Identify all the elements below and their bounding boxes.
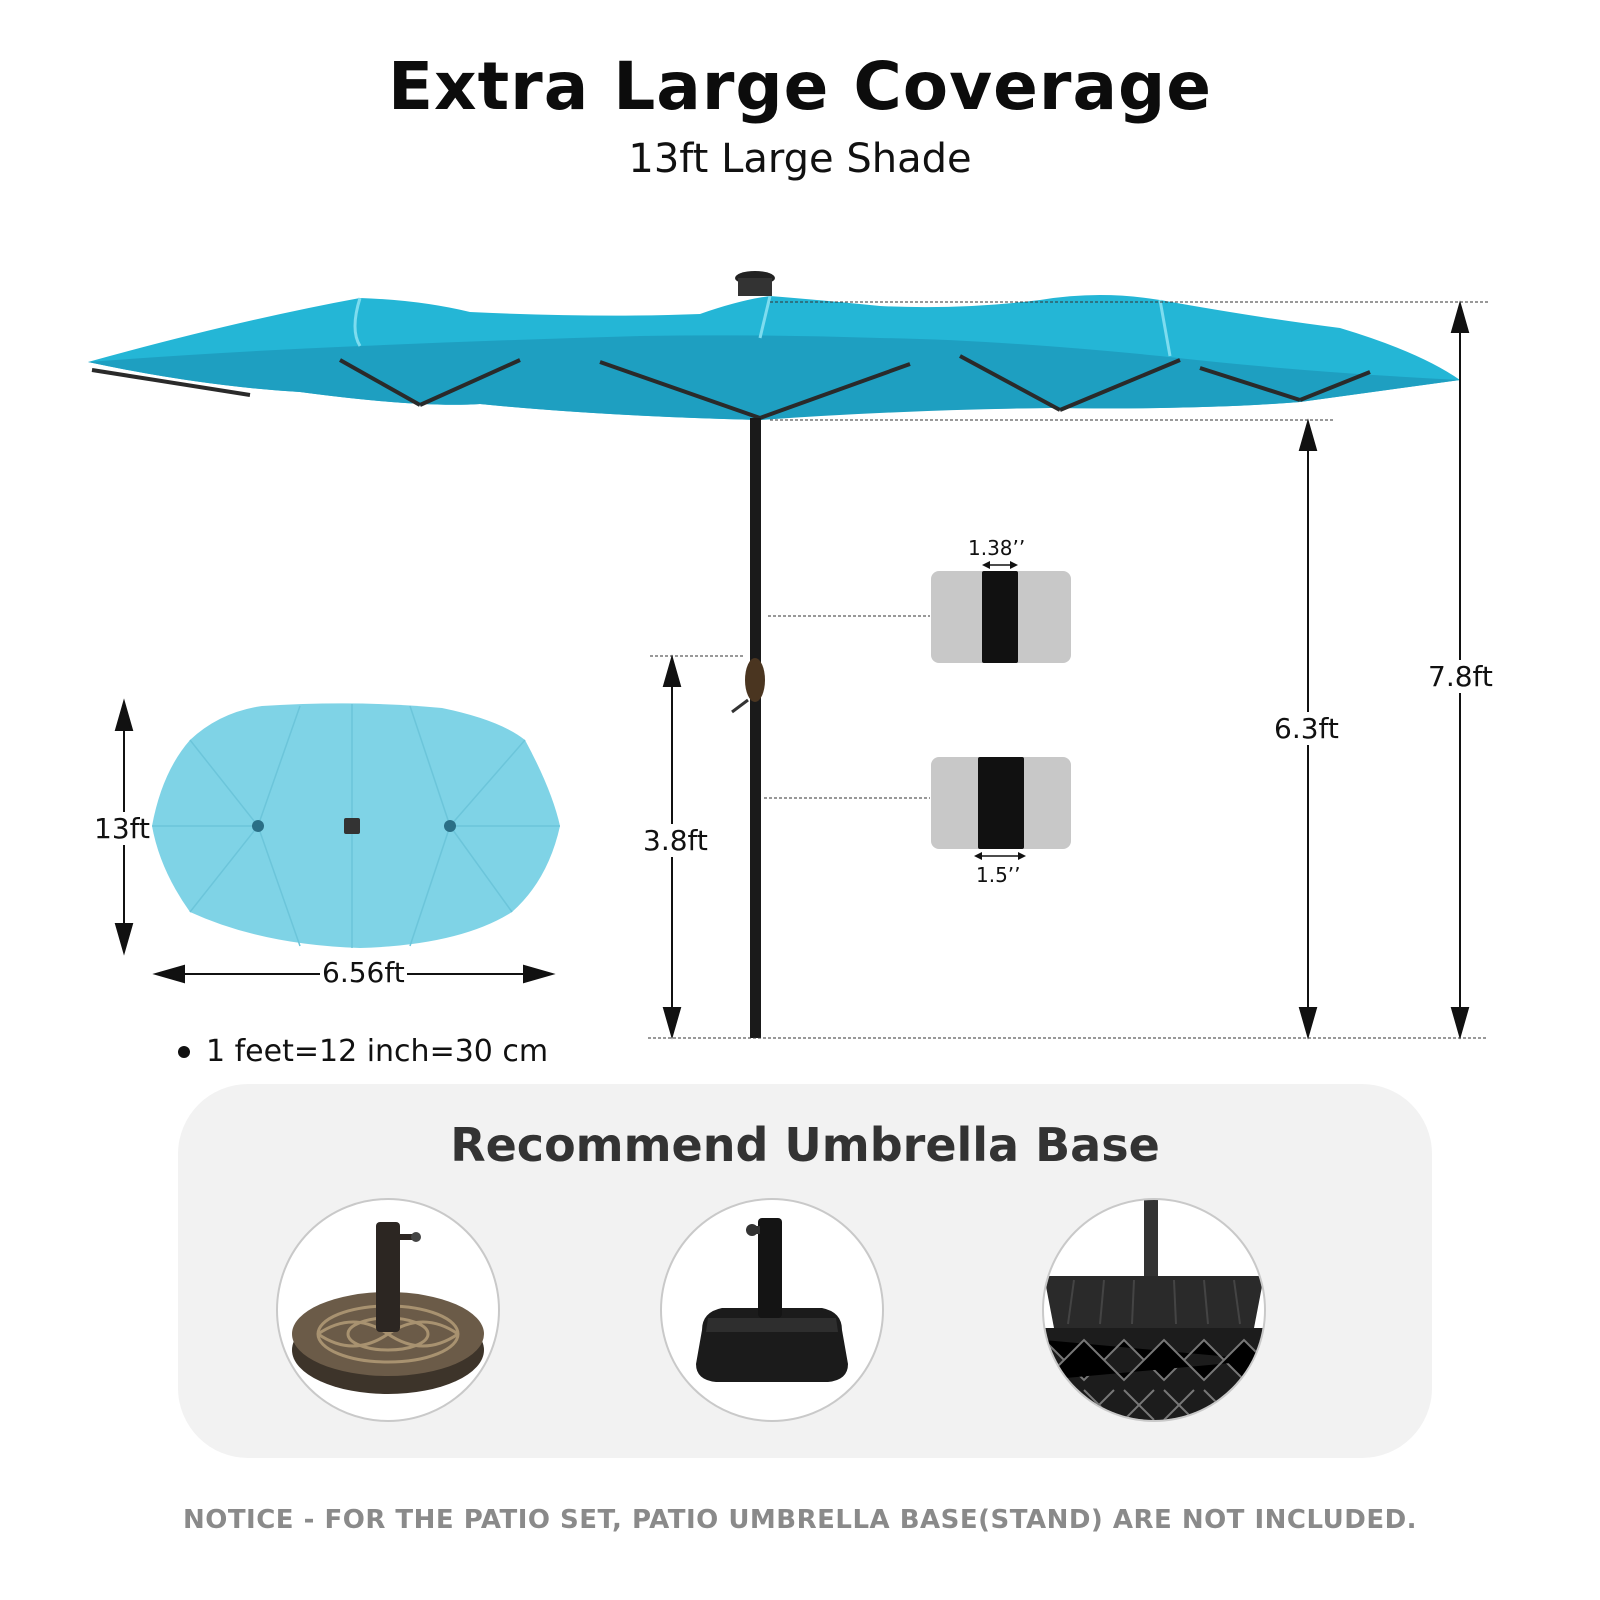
recommend-base-panel: Recommend Umbrella Base [178, 1084, 1432, 1458]
page-title: Extra Large Coverage [387, 48, 1213, 125]
clearance-height-label: 6.3ft [1272, 712, 1341, 745]
guide-lines [648, 301, 1488, 1039]
umbrella-pole [731, 418, 765, 1038]
conversion-text: 1 feet=12 inch=30 cm [206, 1034, 549, 1069]
total-height-label: 7.8ft [1426, 660, 1495, 693]
top-view-width-label: 13ft [92, 812, 152, 845]
page-subtitle: 13ft Large Shade [628, 136, 972, 182]
bullet-icon [178, 1045, 190, 1058]
upper-pole-diameter-label: 1.38’’ [968, 536, 1026, 560]
umbrella-top-view [152, 703, 560, 948]
round-bronze-base-icon [276, 1198, 500, 1422]
base-section-title: Recommend Umbrella Base [450, 1118, 1160, 1172]
patio-table-icon [1042, 1198, 1266, 1422]
pole-detail-lower [931, 757, 1071, 860]
top-view-depth-label: 6.56ft [320, 956, 407, 989]
lower-pole-diameter-label: 1.5’’ [976, 863, 1021, 887]
pole-detail-upper [931, 561, 1071, 663]
umbrella-canopy-side [88, 271, 1460, 420]
square-black-base-icon [660, 1198, 884, 1422]
conversion-note: 1 feet=12 inch=30 cm [178, 1034, 548, 1069]
crank-height-label: 3.8ft [641, 824, 710, 857]
notice-text: NOTICE - FOR THE PATIO SET, PATIO UMBREL… [182, 1505, 1418, 1535]
